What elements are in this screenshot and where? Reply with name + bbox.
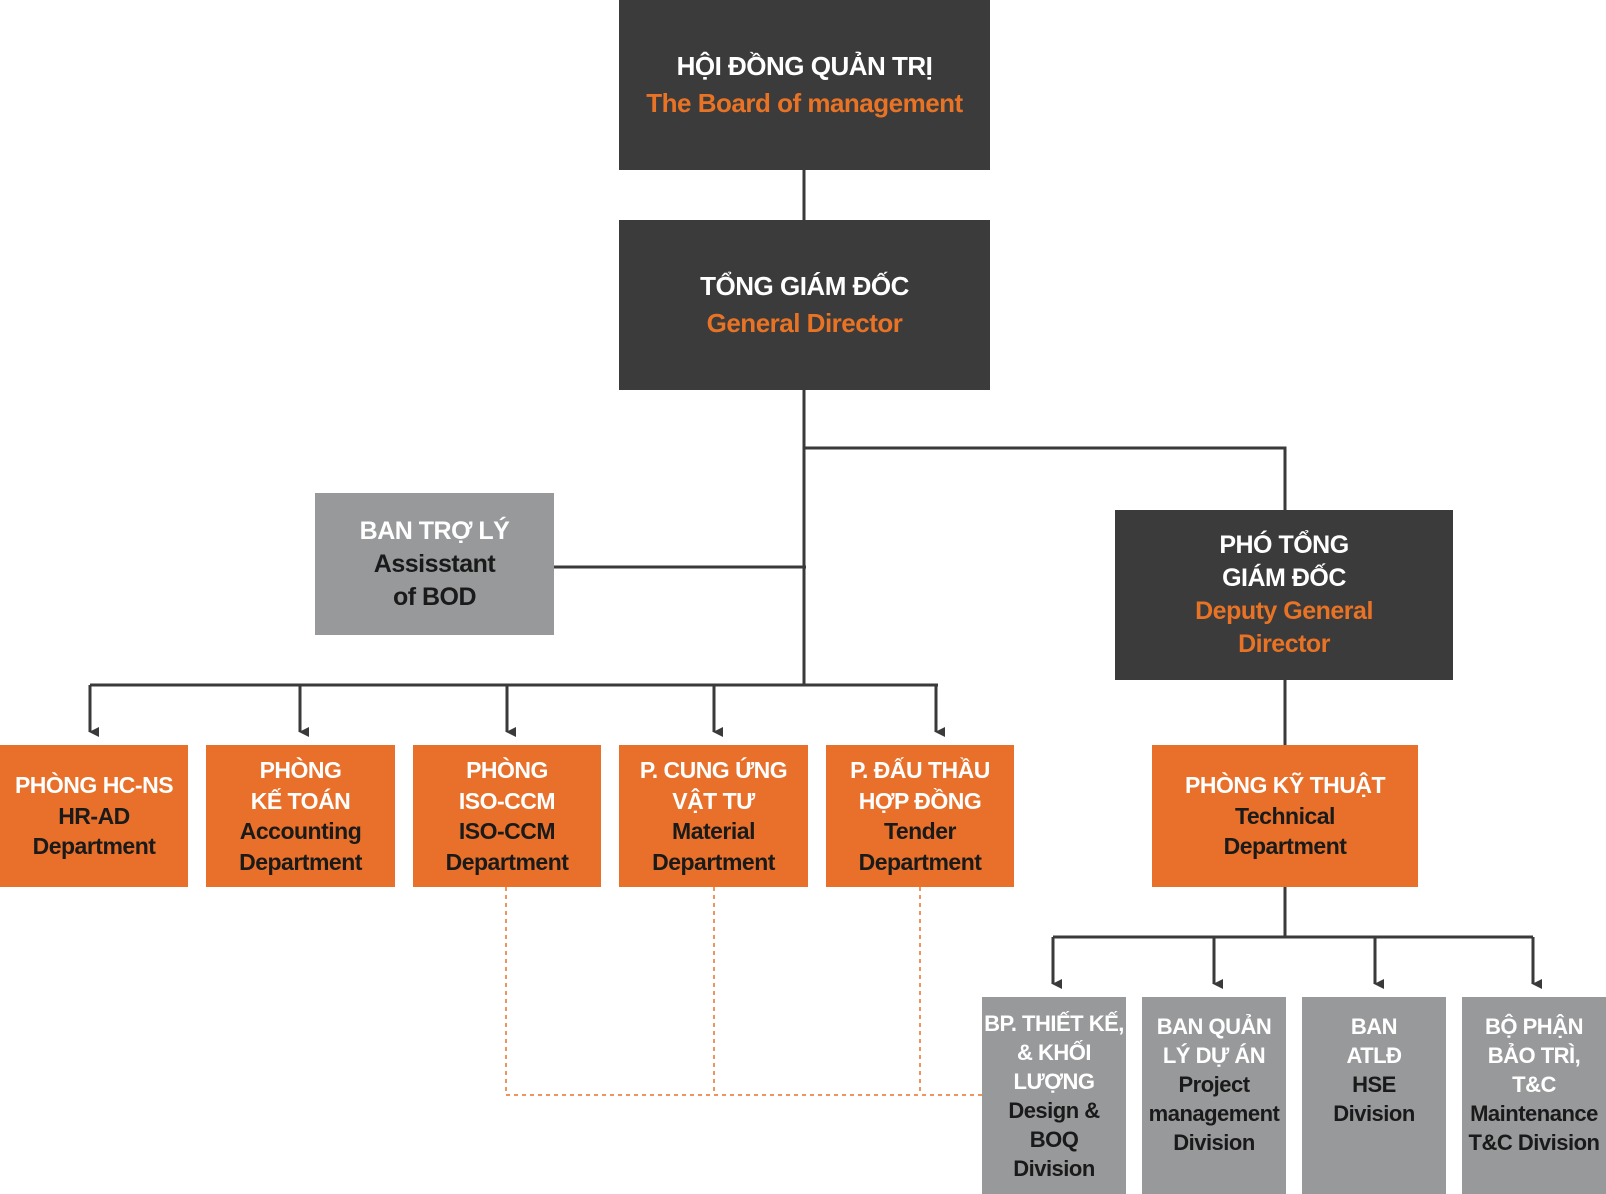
hr-vi-label: PHÒNG HC-NS [14,772,174,799]
board-vi-label: HỘI ĐỒNG QUẢN TRỊ [676,51,933,81]
material-en-label-2: Department [652,848,775,875]
material-vi-label-2: VẬT TƯ [672,787,755,814]
project-en-label-1: Project [1178,1072,1250,1097]
deputy-vi-label-2: GIÁM ĐỐC [1222,564,1346,592]
iso-vi-label-1: PHÒNG [466,757,548,783]
tender-en-label-1: Tender [884,818,956,844]
hse-division-box: BAN ATLĐ HSE Division [1302,997,1446,1194]
general-director-en-label: General Director [706,308,903,338]
iso-department-box: PHÒNG ISO-CCM ISO-CCM Department [413,745,601,887]
assistant-box: BAN TRỢ LÝ Assisstant of BOD [315,493,554,635]
assistant-en-label-1: Assisstant [373,549,496,578]
technical-en-label-2: Department [1223,833,1347,860]
accounting-en-label-2: Department [239,848,362,875]
technical-vi-label: PHÒNG KỸ THUẬT [1185,772,1386,799]
maintenance-division-box: BỘ PHẬN BẢO TRÌ, T&C Maintenance T&C Div… [1462,997,1606,1194]
technical-en-label-1: Technical [1235,802,1335,829]
assistant-vi-label: BAN TRỢ LÝ [359,516,510,545]
material-vi-label-1: P. CUNG ỨNG [639,757,788,783]
maintenance-en-label-1: Maintenance [1470,1101,1598,1126]
general-director-box: TỔNG GIÁM ĐỐC General Director [619,220,990,390]
general-director-vi-label: TỔNG GIÁM ĐỐC [700,271,909,301]
gd-to-deputy-line [804,446,1287,510]
maintenance-vi-label-1: BỘ PHẬN [1485,1014,1583,1039]
tender-en-label-2: Department [858,848,982,875]
project-vi-label-2: LÝ DỰ ÁN [1162,1043,1266,1068]
project-division-box: BAN QUẢN LÝ DỰ ÁN Project management Div… [1142,997,1286,1194]
accounting-vi-label-2: KẾ TOÁN [250,787,351,814]
iso-en-label-1: ISO-CCM [458,818,556,844]
hse-vi-label-1: BAN [1350,1014,1398,1039]
iso-vi-label-2: ISO-CCM [458,787,556,814]
design-en-label-3: Division [1013,1155,1095,1181]
deputy-vi-label-1: PHÓ TỔNG [1219,531,1349,559]
tender-vi-label-2: HỢP ĐỒNG [858,787,982,814]
accounting-en-label-1: Accounting [239,818,362,844]
project-en-label-3: Division [1173,1130,1255,1155]
material-department-box: P. CUNG ỨNG VẬT TƯ Material Department [619,745,808,887]
hse-en-label-1: HSE [1352,1072,1396,1097]
maintenance-vi-label-2: BẢO TRÌ, [1487,1043,1581,1068]
board-en-label: The Board of management [646,88,963,118]
design-division-box: BP. THIẾT KẾ, & KHỐI LƯỢNG Design & BOQ … [982,997,1126,1194]
deputy-en-label-2: Director [1238,630,1330,658]
material-en-label-1: Material [672,818,755,844]
deputy-en-label-1: Deputy General [1195,597,1373,625]
accounting-vi-label-1: PHÒNG [259,757,342,783]
tender-department-box: P. ĐẤU THẦU HỢP ĐỒNG Tender Department [826,745,1014,887]
design-en-label-2: BOQ [1029,1126,1079,1152]
design-vi-label-2: & KHỐI [1017,1039,1092,1065]
maintenance-vi-label-3: T&C [1512,1072,1556,1097]
hse-vi-label-2: ATLĐ [1346,1043,1402,1068]
design-en-label-1: Design & [1008,1097,1100,1123]
maintenance-en-label-2: T&C Division [1468,1130,1600,1155]
hr-en-label-2: Department [32,833,156,860]
iso-en-label-2: Department [445,848,569,875]
project-vi-label-1: BAN QUẢN [1156,1014,1272,1039]
hr-department-box: PHÒNG HC-NS HR-AD Department [0,745,188,887]
hr-en-label-1: HR-AD [58,802,130,829]
accounting-department-box: PHÒNG KẾ TOÁN Accounting Department [206,745,395,887]
tender-vi-label-1: P. ĐẤU THẦU [850,757,990,783]
deputy-director-box: PHÓ TỔNG GIÁM ĐỐC Deputy General Directo… [1115,510,1453,680]
technical-department-box: PHÒNG KỸ THUẬT Technical Department [1152,745,1418,887]
board-box: HỘI ĐỒNG QUẢN TRỊ The Board of managemen… [619,0,990,170]
assistant-en-label-2: of BOD [392,582,477,611]
project-en-label-2: management [1148,1101,1280,1126]
design-vi-label-3: LƯỢNG [1013,1068,1095,1094]
hse-en-label-2: Division [1333,1101,1415,1126]
design-vi-label-1: BP. THIẾT KẾ, [984,1010,1124,1036]
